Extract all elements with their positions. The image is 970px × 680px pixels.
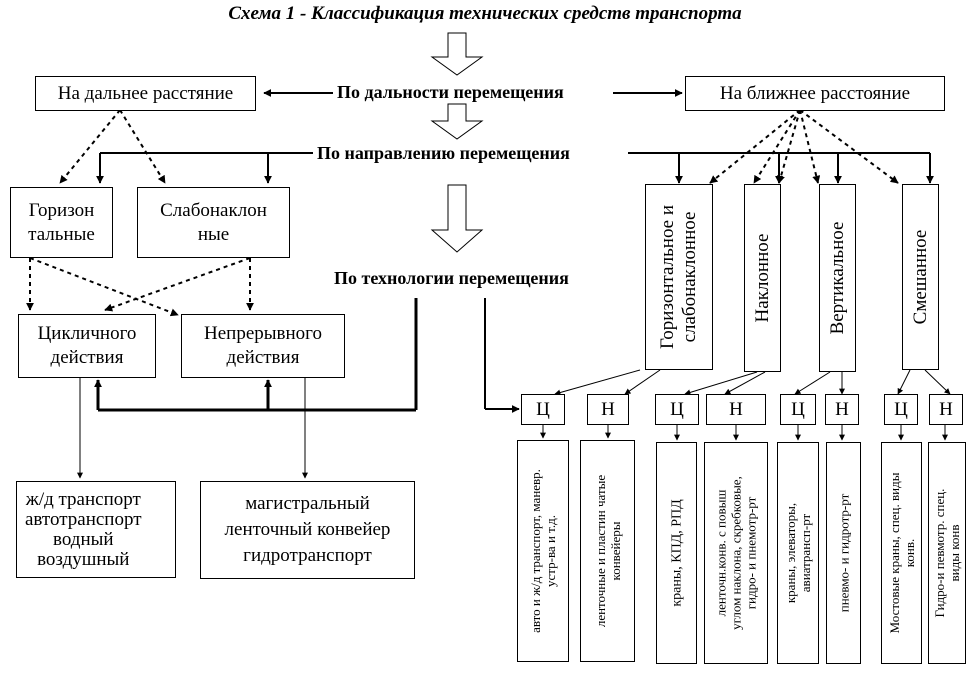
- c-box-3: Ц: [780, 394, 816, 425]
- example-box-8: Гидро-и певмотр. спец. виды конв: [928, 442, 966, 664]
- example-box-7: Мостовые краны, спец. виды конв.: [881, 442, 922, 664]
- slight-incline-label-1: Слабонаклон: [160, 199, 267, 221]
- hollow-arrow-3: [430, 184, 484, 253]
- example-box-3: краны, КПД, РПД: [656, 442, 697, 664]
- example-5-line-2: авиатрансп-рт: [798, 513, 813, 593]
- example-3-line-1: краны, КПД, РПД: [669, 499, 684, 607]
- criterion-technology: По технологии перемещения: [330, 268, 573, 289]
- cyclic-box: Цикличного действия: [18, 314, 156, 378]
- cyclic-label-2: действия: [50, 347, 124, 368]
- example-4-line-1: ленточн.конв. с повыш: [713, 489, 729, 617]
- example-2-line-2: конвейеры: [607, 521, 623, 581]
- example-6-line-1: пневмо- и гидротр-рт: [836, 493, 851, 613]
- criterion-direction: По направлению перемещения: [313, 143, 574, 164]
- n-label-1: Н: [601, 398, 615, 420]
- dir-inclined-label: Наклонное: [751, 233, 773, 323]
- c-label-1: Ц: [536, 398, 550, 420]
- example-7-line-1: Мостовые краны, спец. виды: [886, 472, 902, 634]
- n-box-3: Н: [825, 394, 859, 425]
- criterion-distance: По дальности перемещения: [333, 82, 568, 103]
- c-label-2: Ц: [670, 398, 684, 420]
- cyclic-label-1: Цикличного: [37, 323, 137, 344]
- c-box-2: Ц: [655, 394, 699, 425]
- continuous-example-2: ленточный конвейер: [224, 519, 391, 540]
- continuous-example-3: гидротранспорт: [243, 545, 372, 566]
- hollow-arrow-1: [430, 32, 484, 76]
- example-8-line-2: виды конв: [947, 524, 962, 582]
- example-box-1: авто и ж/д транспорт, маневр. устр-ва и …: [517, 440, 569, 662]
- diagram-title: Схема 1 - Классификация технических сред…: [228, 3, 742, 24]
- example-7-line-2: конв.: [901, 538, 917, 568]
- continuous-examples-box: магистральный ленточный конвейер гидротр…: [200, 481, 415, 579]
- horizontal-box: Горизон тальные: [10, 187, 113, 258]
- n-label-3: Н: [835, 398, 849, 420]
- dir-vertical-box: Вертикальное: [819, 184, 856, 372]
- horizontal-label-1: Горизон: [28, 199, 95, 221]
- cyclic-example-1: ж/д транспорт: [25, 488, 141, 510]
- example-2-line-1: ленточные и пластин чатые: [592, 474, 608, 628]
- continuous-label-1: Непрерывного: [204, 323, 322, 344]
- dir-horizontal-slight-2: слабонаклонное: [679, 211, 700, 343]
- continuous-label-2: действия: [226, 347, 300, 368]
- short-distance-box: На ближнее расстояние: [685, 76, 945, 111]
- example-8-line-1: Гидро-и певмотр. спец.: [932, 488, 947, 618]
- continuous-example-1: магистральный: [245, 493, 370, 514]
- n-box-1: Н: [587, 394, 629, 425]
- cyclic-example-2: автотранспорт: [25, 508, 142, 530]
- example-box-4: ленточн.конв. с повыш углом наклона, скр…: [704, 442, 768, 664]
- example-1-line-2: устр-ва и т.д.: [543, 515, 558, 587]
- cyclic-examples-box: ж/д транспорт автотранспорт водный возду…: [16, 481, 176, 578]
- long-distance-label: На дальнее расстяние: [57, 82, 234, 104]
- c-box-1: Ц: [521, 394, 565, 425]
- example-box-6: пневмо- и гидротр-рт: [826, 442, 861, 664]
- dir-horizontal-slight-1: Горизонтальное и: [657, 204, 678, 350]
- continuous-box: Непрерывного действия: [181, 314, 345, 378]
- n-box-2: Н: [706, 394, 766, 425]
- slight-incline-box: Слабонаклон ные: [137, 187, 290, 258]
- hollow-arrow-2: [430, 103, 484, 140]
- example-4-line-3: гидро- и пнемотр-рт: [743, 496, 759, 610]
- horizontal-label-2: тальные: [28, 223, 95, 245]
- example-5-line-1: краны, элеваторы,: [783, 502, 798, 604]
- dir-mixed-label: Смешанное: [909, 229, 931, 325]
- c-box-4: Ц: [884, 394, 918, 425]
- example-box-5: краны, элеваторы, авиатрансп-рт: [777, 442, 819, 664]
- n-label-2: Н: [729, 398, 743, 420]
- dir-vertical-label: Вертикальное: [826, 221, 848, 335]
- dir-horizontal-slight-box: Горизонтальное и слабонаклонное: [645, 184, 713, 370]
- c-label-4: Ц: [894, 398, 908, 420]
- n-label-4: Н: [939, 398, 953, 420]
- example-4-line-2: углом наклона, скребковые,: [728, 476, 744, 630]
- example-1-line-1: авто и ж/д транспорт, маневр.: [528, 469, 543, 633]
- n-box-4: Н: [929, 394, 963, 425]
- cyclic-example-3: водный: [52, 528, 114, 550]
- slight-incline-label-2: ные: [197, 223, 230, 245]
- long-distance-box: На дальнее расстяние: [35, 76, 256, 111]
- example-box-2: ленточные и пластин чатые конвейеры: [580, 440, 635, 662]
- dir-mixed-box: Смешанное: [902, 184, 939, 370]
- c-label-3: Ц: [791, 398, 805, 420]
- cyclic-example-4: воздушный: [37, 548, 130, 570]
- dir-inclined-box: Наклонное: [744, 184, 781, 372]
- short-distance-label: На ближнее расстояние: [719, 82, 911, 104]
